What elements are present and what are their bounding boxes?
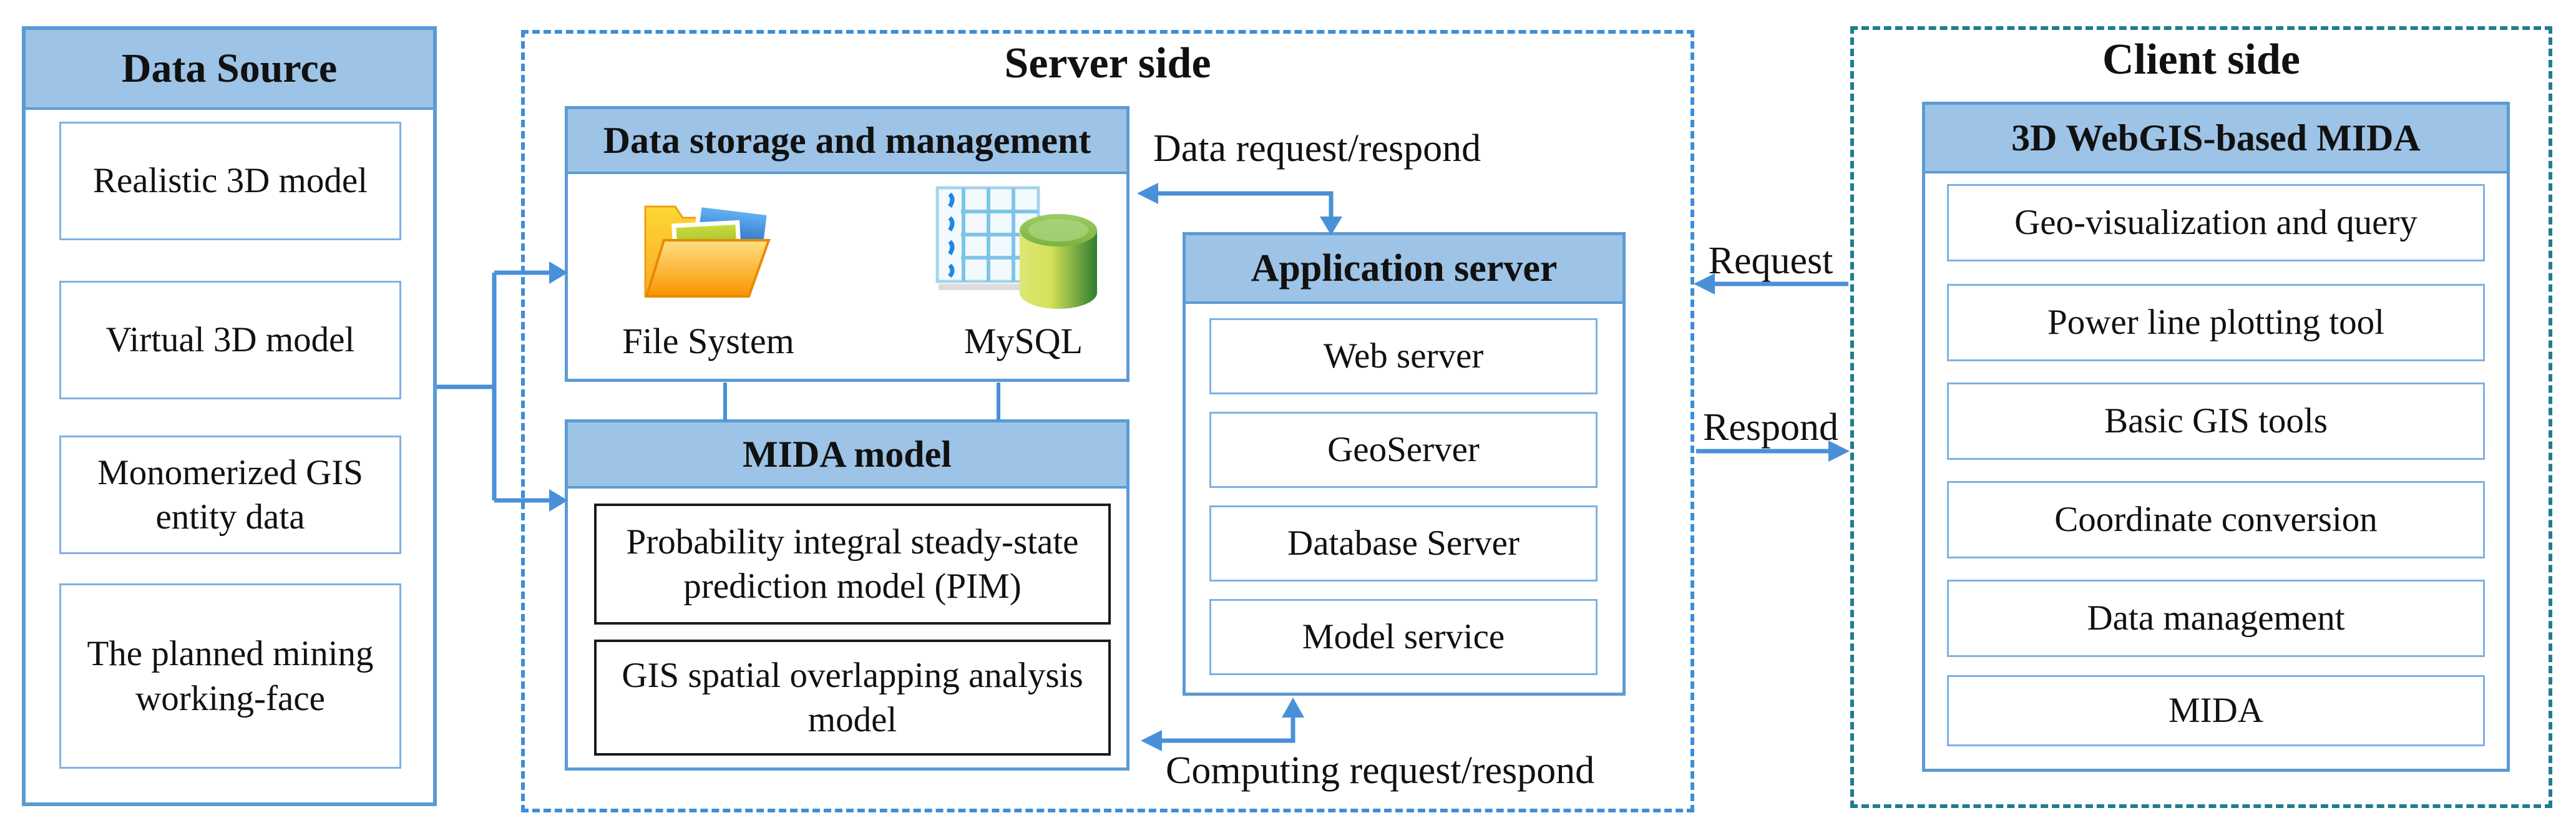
webgis-title: 3D WebGIS-based MIDA [2011, 117, 2421, 158]
webgis-item: Coordinate conversion [1947, 481, 2485, 558]
webgis-item-label: Basic GIS tools [2104, 401, 2328, 441]
data-source-panel: Data Source Realistic 3D model Virtual 3… [22, 26, 437, 806]
webgis-item-label: Data management [2087, 598, 2345, 638]
application-server-box: Application server Web server GeoServer … [1183, 232, 1626, 696]
server-side-title: Server side [525, 39, 1690, 89]
webgis-item-label: Coordinate conversion [2054, 500, 2378, 540]
app-server-item: Model service [1209, 599, 1598, 675]
application-server-title: Application server [1251, 246, 1558, 290]
app-server-item-label: Model service [1302, 617, 1505, 657]
client-side-title-label: Client side [2102, 36, 2300, 84]
folder-icon [638, 185, 775, 310]
webgis-item: Basic GIS tools [1947, 382, 2485, 460]
webgis-item-label: Power line plotting tool [2047, 303, 2384, 343]
data-source-item: Monomerized GIS entity data [59, 436, 401, 554]
app-server-item: Database Server [1209, 505, 1598, 582]
pim-model-label: Probability integral steady-state predic… [626, 522, 1079, 606]
data-storage-title: Data storage and management [603, 119, 1091, 161]
webgis-item: Data management [1947, 580, 2485, 657]
data-source-item-label: Virtual 3D model [105, 320, 355, 360]
data-source-item-label: The planned mining working-face [87, 634, 374, 718]
webgis-item: MIDA [1947, 675, 2485, 746]
data-storage-box: Data storage and management [565, 106, 1129, 382]
database-icon [935, 185, 1102, 316]
app-server-item: Web server [1209, 318, 1598, 394]
app-server-item-label: Database Server [1287, 524, 1520, 563]
label-request: Request [1688, 239, 1853, 283]
mida-model-title: MIDA model [743, 433, 952, 475]
file-system-label: File System [605, 320, 811, 362]
webgis-item: Power line plotting tool [1947, 284, 2485, 361]
data-source-item: The planned mining working-face [59, 583, 401, 769]
mida-model-header: MIDA model [568, 422, 1126, 489]
data-source-title: Data Source [121, 46, 338, 91]
webgis-item-label: MIDA [2169, 691, 2263, 731]
pim-model-box: Probability integral steady-state predic… [594, 504, 1111, 625]
client-side-region: Client side [1850, 26, 2552, 808]
mysql-text: MySQL [964, 321, 1083, 361]
gis-overlap-box: GIS spatial overlapping analysis model [594, 640, 1111, 756]
data-source-item: Virtual 3D model [59, 281, 401, 399]
app-server-item: GeoServer [1209, 412, 1598, 488]
label-respond-text: Respond [1703, 406, 1838, 449]
data-source-item-label: Monomerized GIS entity data [97, 452, 363, 537]
webgis-box: 3D WebGIS-based MIDA Geo-visualization a… [1922, 102, 2510, 772]
app-server-item-label: Web server [1323, 336, 1484, 376]
mysql-label: MySQL [920, 320, 1126, 362]
gis-overlap-label: GIS spatial overlapping analysis model [622, 655, 1083, 739]
data-source-item: Realistic 3D model [59, 122, 401, 240]
label-respond: Respond [1679, 406, 1863, 450]
data-source-item-label: Realistic 3D model [92, 161, 368, 201]
webgis-item-label: Geo-visualization and query [2014, 203, 2417, 243]
data-source-header: Data Source [26, 30, 433, 110]
mida-model-box: MIDA model Probability integral steady-s… [565, 419, 1129, 771]
data-storage-header: Data storage and management [568, 109, 1126, 174]
server-side-region: Server side [521, 30, 1694, 812]
label-computing-request-text: Computing request/respond [1166, 749, 1595, 792]
file-system-text: File System [622, 321, 794, 361]
webgis-header: 3D WebGIS-based MIDA [1925, 105, 2507, 173]
label-data-request: Data request/respond [1153, 127, 1481, 171]
app-server-item-label: GeoServer [1327, 430, 1480, 470]
application-server-header: Application server [1186, 235, 1622, 304]
label-data-request-text: Data request/respond [1153, 127, 1481, 170]
webgis-item: Geo-visualization and query [1947, 184, 2485, 261]
client-side-title: Client side [1854, 35, 2549, 85]
server-side-title-label: Server side [1004, 39, 1211, 87]
label-computing-request: Computing request/respond [1166, 749, 1594, 793]
label-request-text: Request [1708, 240, 1833, 282]
